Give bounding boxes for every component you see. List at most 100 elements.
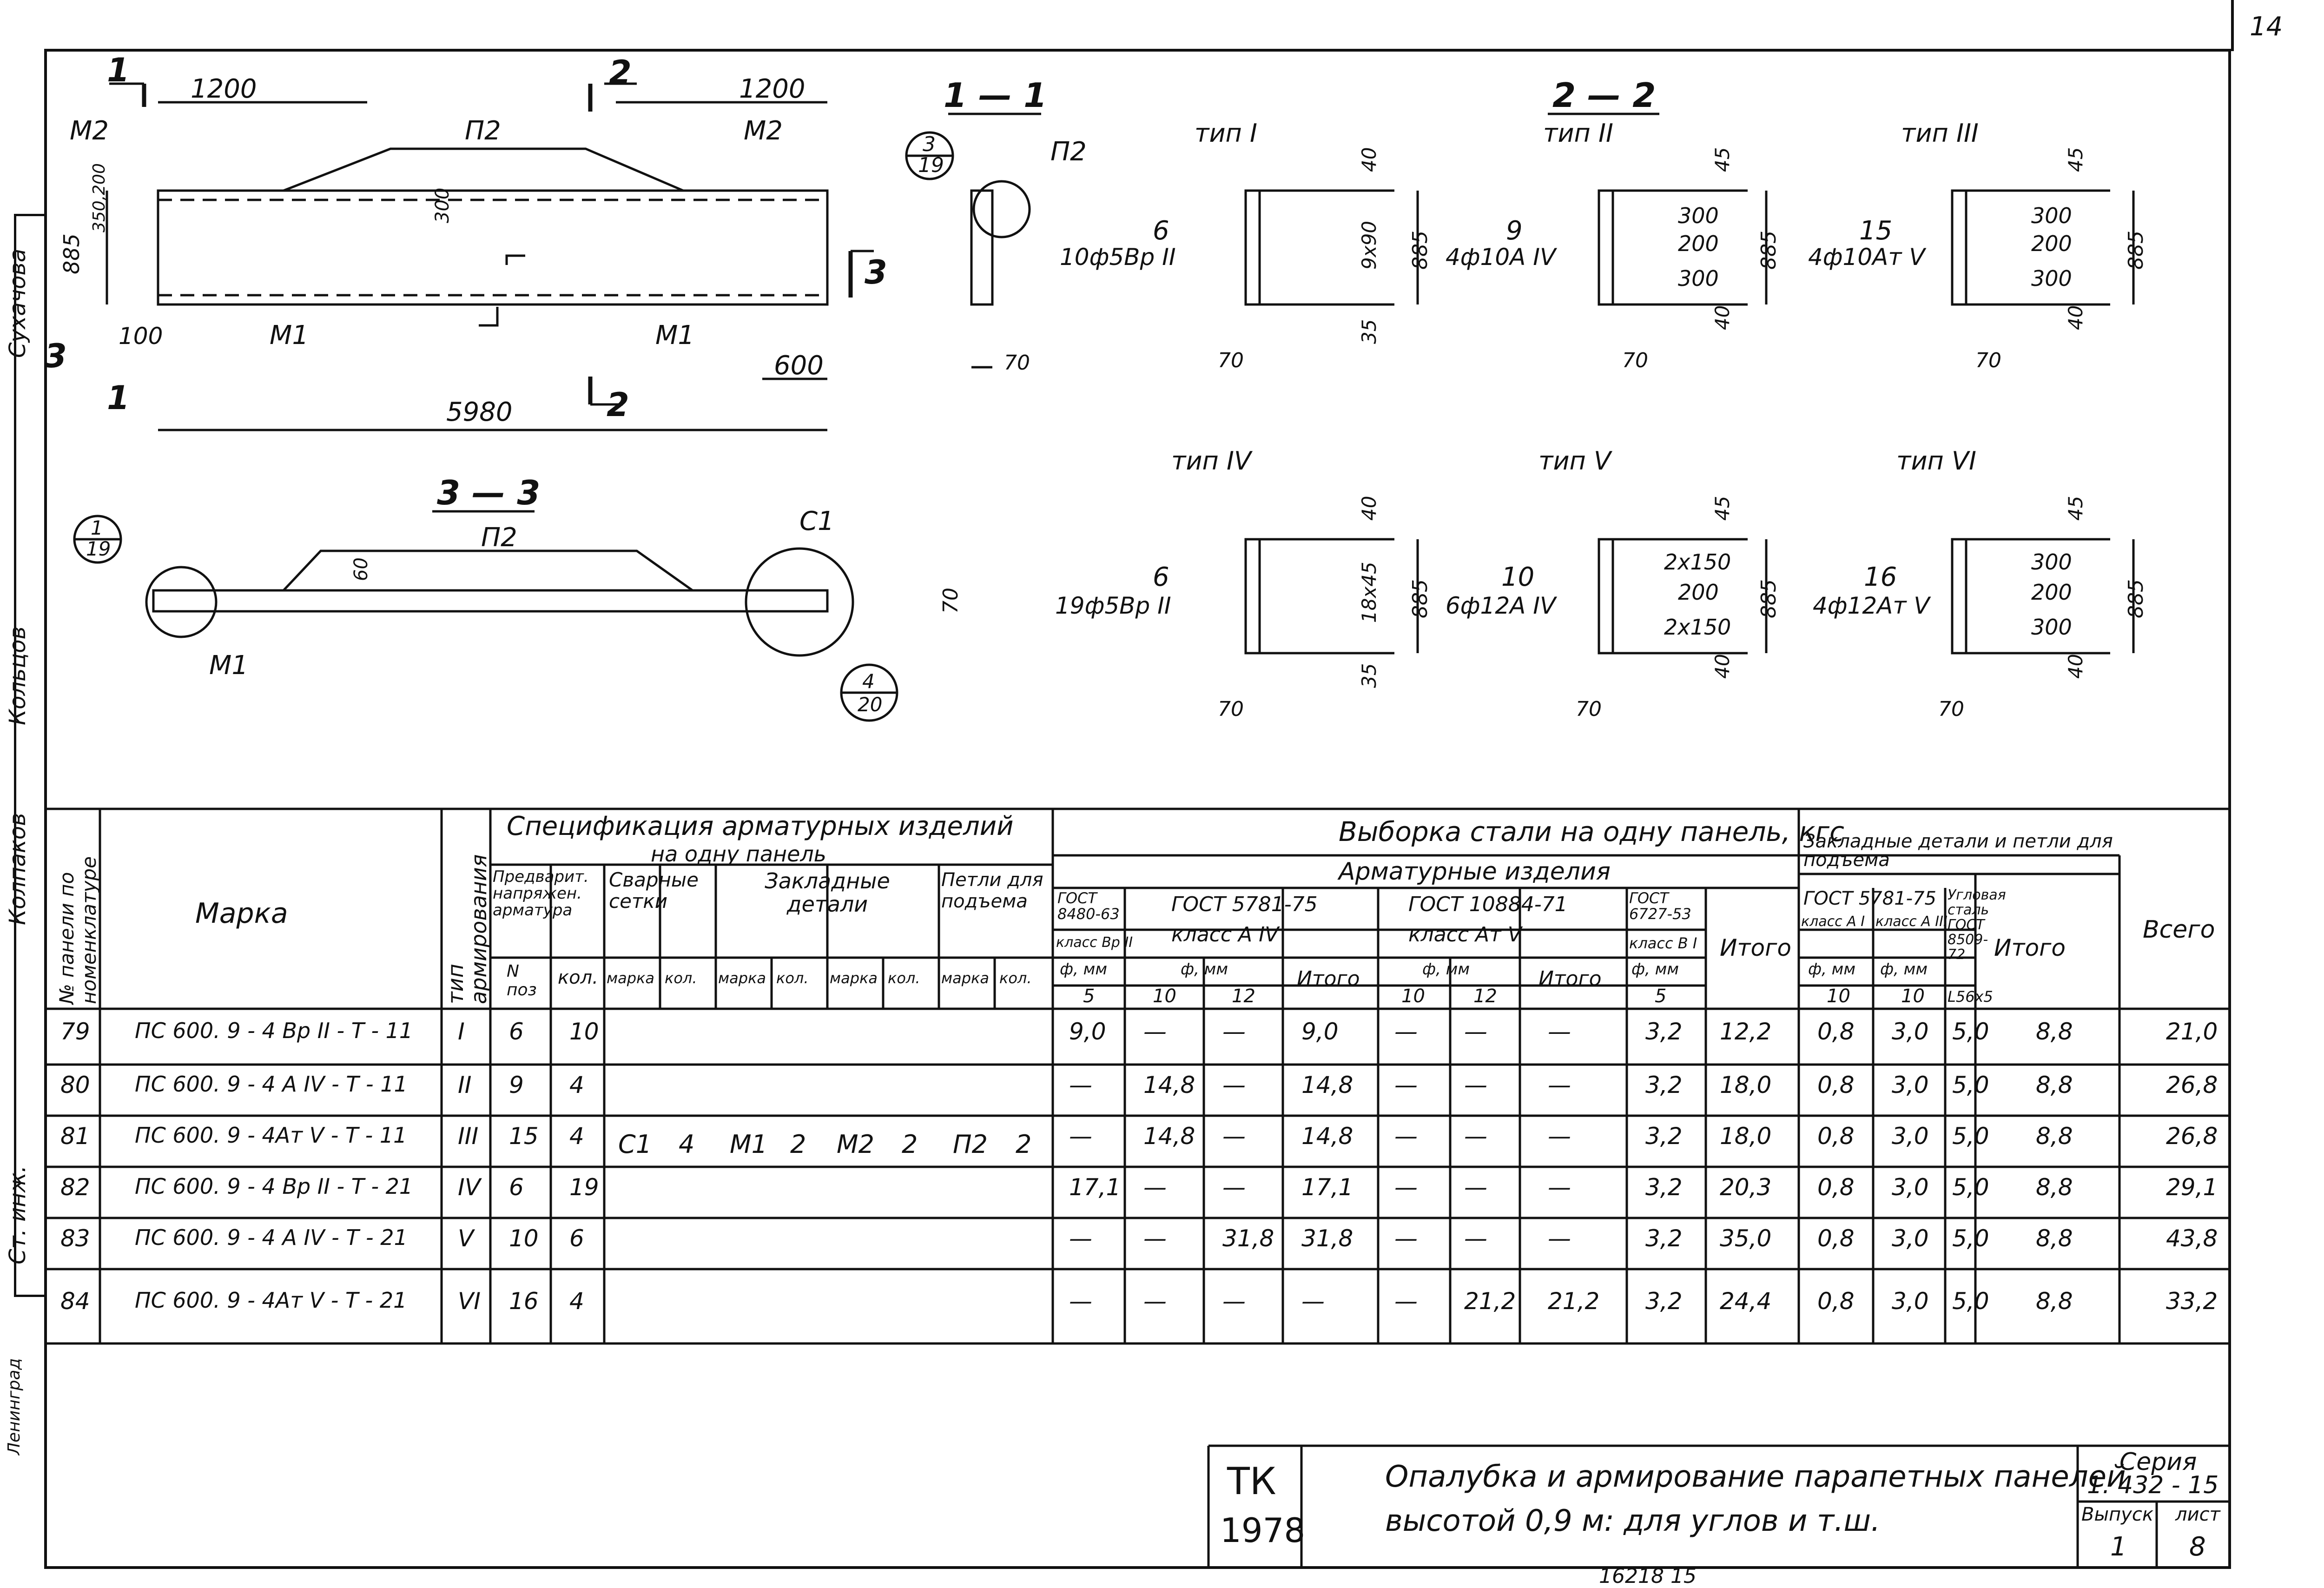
cell-t_it: — [1548,1225,1571,1252]
type-6-pos: 16 [1864,562,1897,592]
cell-e_it: 8,8 [2036,1288,2073,1315]
cell-t_it: — [1548,1123,1571,1150]
cell-qty: 4 [569,1288,584,1315]
hdr-d12: 12 [1232,986,1255,1007]
cell-total: 29,1 [2166,1174,2218,1201]
type-5-height: 885 [1757,579,1781,618]
hdr-gost-6727: ГОСТ 6727-53 [1629,889,1691,923]
hdr-phi-3: ф, мм [1422,960,1470,979]
dim-600: 600 [774,351,824,381]
hdr-arm-items: Арматурные изделия [1339,858,1611,886]
cell-n: 81 [60,1123,90,1150]
cell-e1: 0,8 [1817,1174,1855,1201]
type-1-bar: 10ф5Вр II [1060,244,1176,271]
type-6-name: тип VI [1896,446,1976,476]
hdr-class-at5: класс Ат V [1408,923,1522,946]
hdr-class-vr2: класс Вр II [1056,934,1133,951]
s33-c1: С1 [799,506,834,536]
cell-a12: — [1222,1288,1246,1315]
cell-e2: 3,0 [1892,1225,1929,1252]
tb-sheet-label: лист [2175,1504,2220,1525]
cell-t10: — [1394,1072,1418,1098]
type-2-dim-d: 300 [1678,266,1719,291]
type-1-height: 885 [1408,231,1432,270]
label-m1-left: М1 [270,320,309,351]
type-3-dim-c: 200 [2031,231,2072,256]
cell-a12: — [1222,1174,1246,1201]
type-5-dim-a: 45 [1711,496,1734,521]
section-1-1-title: 1 — 1 [944,76,1047,115]
shared-m2-qty: 2 [902,1130,918,1159]
type-3-pos: 15 [1859,216,1892,246]
cell-v5: — [1069,1072,1092,1098]
cell-mark: ПС 600. 9 - 4 А IV - Т - 11 [135,1072,408,1097]
hdr-marka-1: марка [607,969,654,987]
s33-ref1-bottom: 19 [86,537,111,560]
cell-n: 82 [60,1174,90,1201]
cell-e2: 3,0 [1892,1123,1929,1150]
cell-t10: — [1394,1225,1418,1252]
cell-e2: 3,0 [1892,1018,1929,1045]
dim-1200-right: 1200 [739,74,805,104]
cell-e3: 5,0 [1952,1072,1989,1098]
type-4-width: 70 [1218,697,1244,721]
section-1-1-ref-bottom: 19 [918,153,944,177]
cell-a_it: 14,8 [1301,1123,1353,1150]
hdr-total: Всего [2143,916,2215,944]
s33-ref1-top: 1 [91,516,103,539]
hdr-spec-sub: на одну панель [651,841,826,867]
tb-org: ТК [1227,1460,1276,1503]
type-3-height: 885 [2124,231,2148,270]
cell-itogo: 18,0 [1720,1123,1772,1150]
hdr-class-a3: класс А III [1875,913,1948,930]
tb-issue: 1 [2110,1532,2127,1562]
hdr-itogo-t: Итого [1538,967,1602,991]
label-p2: П2 [465,116,501,146]
cell-mark: ПС 600. 9 - 4Ат V - Т - 11 [135,1123,407,1148]
type-1-width: 70 [1218,349,1244,372]
hdr-kol-1: кол. [665,969,697,987]
type-1-dim-a: 40 [1358,147,1380,172]
tb-title-line1: Опалубка и армирование парапетных панеле… [1385,1460,2126,1494]
type-2-name: тип II [1543,119,1613,148]
cell-e2: 3,0 [1892,1288,1929,1315]
type-3-bar: 4ф10Ат V [1808,244,1927,271]
type-4-name: тип IV [1171,446,1253,476]
mark-1-top: 1 [107,51,130,89]
type-6-height: 885 [2124,579,2148,618]
cell-t10: — [1394,1123,1418,1150]
hdr-mark: Марка [195,897,288,930]
tb-title-line2: высотой 0,9 м: для углов и т.ш. [1385,1504,1881,1538]
hdr-phi-2: ф, мм [1181,960,1228,979]
type-5-dim-b: 2x150 [1664,549,1731,575]
sheet-corner-number: 14 [2250,12,2283,42]
cell-mark: ПС 600. 9 - 4 А IV - Т - 21 [135,1225,408,1250]
cell-a10: 14,8 [1143,1123,1195,1150]
hdr-loops: Петли для подъема [941,869,1043,912]
cell-t10: — [1394,1174,1418,1201]
cell-type: II [458,1072,472,1098]
hdr-marka-2: марка [718,969,766,987]
type-2-dim-c: 200 [1678,231,1719,256]
cell-e3: 5,0 [1952,1225,1989,1252]
cell-e1: 0,8 [1817,1072,1855,1098]
type-1-dim-c: 35 [1358,319,1380,344]
cell-qty: 19 [569,1174,599,1201]
section-3-3-body [152,589,829,613]
type-2-dim-b: 300 [1678,203,1719,228]
cell-a_it: 9,0 [1301,1018,1339,1045]
cell-total: 26,8 [2166,1072,2218,1098]
hdr-kol-3: кол. [888,969,920,987]
cell-type: III [458,1123,479,1150]
cell-e2: 3,0 [1892,1174,1929,1201]
dim-885-elev: 885 [59,233,84,274]
cell-t12: — [1464,1225,1487,1252]
hdr-itogo-arm: Итого [1720,934,1791,961]
hdr-d5: 5 [1083,986,1095,1007]
cell-total: 33,2 [2166,1288,2218,1315]
shared-m1-qty: 2 [790,1130,806,1159]
shared-m1: М1 [730,1130,767,1159]
drawings-svg: 1 1 2 2 3 3 1200 1200 5980 600 100 885 3… [44,51,2148,722]
hdr-gost-10884: ГОСТ 10884-71 [1408,893,1568,916]
